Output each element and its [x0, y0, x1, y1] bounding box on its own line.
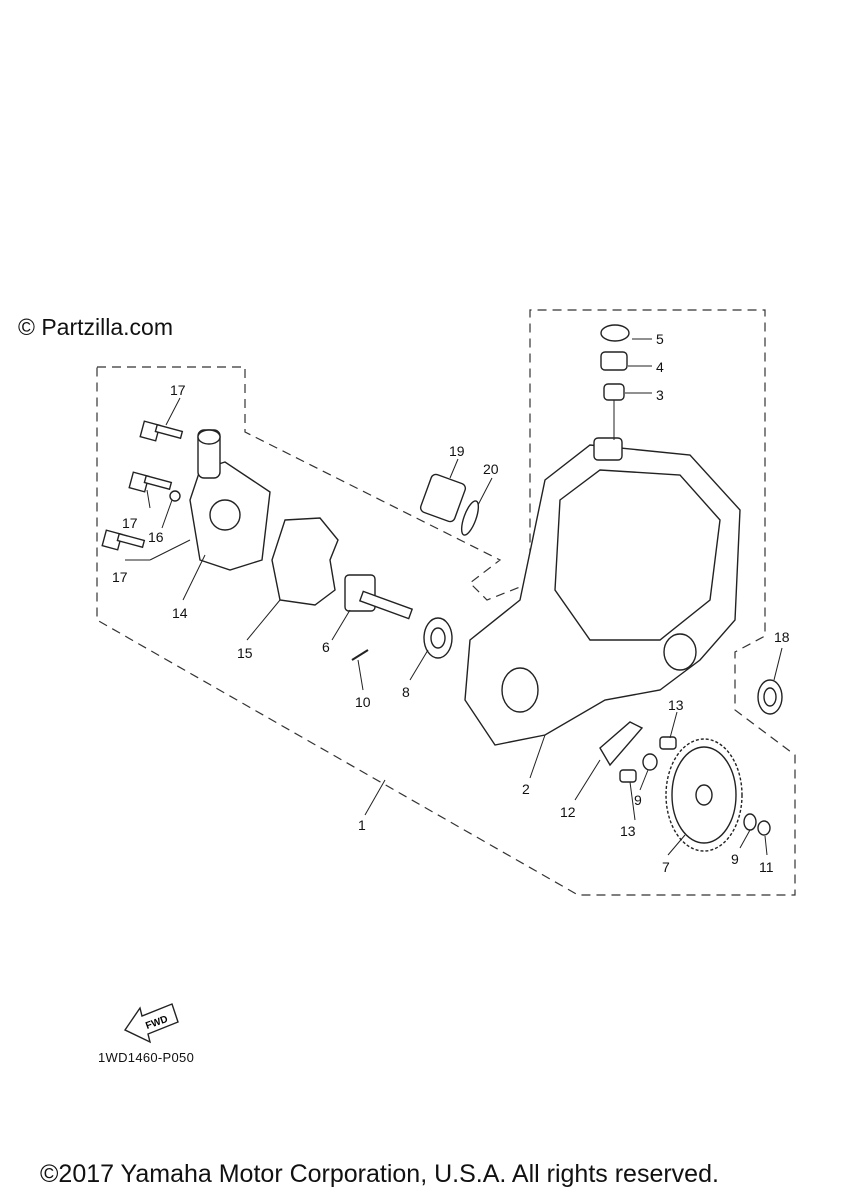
bolt-17-bottom — [101, 529, 146, 551]
diagram-code: 1WD1460-P050 — [98, 1050, 195, 1065]
oil-seal-18 — [757, 679, 783, 715]
washer-9-right — [743, 813, 757, 831]
callout-13-bottom: 13 — [620, 823, 636, 839]
callout-16: 16 — [148, 529, 164, 545]
callout-18: 18 — [774, 629, 790, 645]
callout-14: 14 — [172, 605, 188, 621]
bolt-13-top — [659, 736, 677, 750]
callout-9-left: 9 — [634, 792, 642, 808]
callout-17-middle: 17 — [122, 515, 138, 531]
callout-10: 10 — [355, 694, 371, 710]
callout-11: 11 — [759, 859, 774, 875]
fwd-arrow-icon: FWD — [123, 1003, 179, 1044]
callout-4: 4 — [656, 359, 664, 375]
callout-8: 8 — [402, 684, 410, 700]
bolt-13-bottom — [619, 769, 637, 783]
callout-6: 6 — [322, 639, 330, 655]
bearing-8 — [423, 617, 453, 659]
callout-15: 15 — [237, 645, 253, 661]
leader-lines — [125, 338, 783, 856]
callout-9-right: 9 — [731, 851, 739, 867]
copyright-notice: ©2017 Yamaha Motor Corporation, U.S.A. A… — [40, 1160, 719, 1188]
callout-12: 12 — [560, 804, 576, 820]
plug-19 — [419, 473, 467, 523]
nut-11 — [757, 820, 771, 836]
pin-10 — [351, 649, 369, 661]
plate-12 — [599, 721, 644, 767]
callout-3: 3 — [656, 387, 664, 403]
bolt-17-middle — [128, 471, 173, 493]
washer-9-left — [642, 753, 658, 771]
callout-5: 5 — [656, 331, 664, 347]
callout-7: 7 — [662, 859, 670, 875]
bearing-3 — [603, 383, 625, 401]
callout-13-top: 13 — [668, 697, 684, 713]
assembly-boundary-left — [96, 309, 796, 896]
o-ring-20 — [460, 500, 480, 536]
callout-20: 20 — [483, 461, 499, 477]
callout-17-bottom: 17 — [112, 569, 128, 585]
callout-1: 1 — [358, 817, 366, 833]
impeller-shaft-6 — [344, 574, 414, 620]
crankcase-cover-2 — [464, 437, 741, 746]
partzilla-watermark: © Partzilla.com — [18, 314, 173, 340]
gear-7 — [665, 738, 743, 852]
bearing-4 — [600, 351, 628, 371]
callout-2: 2 — [522, 781, 530, 797]
callout-19: 19 — [449, 443, 465, 459]
callout-17-top: 17 — [170, 382, 186, 398]
washer-16 — [169, 490, 181, 502]
bolt-17-top — [139, 420, 184, 442]
gasket-15 — [271, 517, 339, 606]
pump-cover-14 — [189, 429, 271, 571]
oil-seal-5 — [600, 324, 630, 342]
